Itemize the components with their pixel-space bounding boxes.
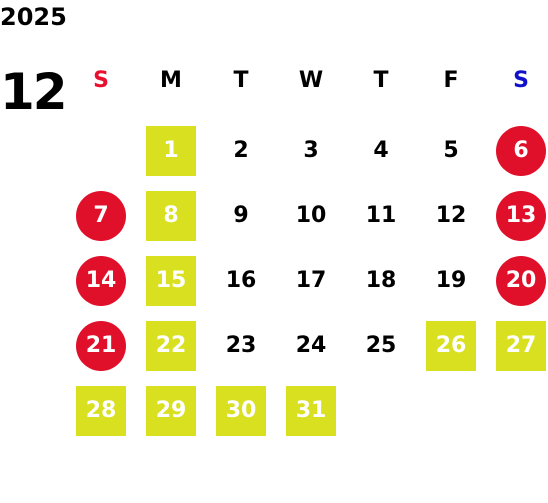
calendar-day: 5 bbox=[416, 118, 486, 183]
calendar-day: 31 bbox=[276, 378, 346, 443]
calendar-day: 30 bbox=[206, 378, 276, 443]
calendar-day: 29 bbox=[136, 378, 206, 443]
weekday-sat: S bbox=[513, 68, 529, 93]
day-number: 10 bbox=[295, 203, 327, 228]
highlight-square bbox=[146, 255, 196, 306]
highlight-square bbox=[146, 385, 196, 436]
calendar-day: 25 bbox=[346, 313, 416, 378]
calendar-day: 26 bbox=[416, 313, 486, 378]
calendar-day: 18 bbox=[346, 248, 416, 313]
day-number: 1 bbox=[163, 138, 179, 163]
calendar-empty-cell bbox=[416, 378, 486, 443]
holiday-circle bbox=[76, 255, 126, 306]
calendar-day: 7 bbox=[66, 183, 136, 248]
calendar-day: 4 bbox=[346, 118, 416, 183]
calendar-day: 14 bbox=[66, 248, 136, 313]
day-number: 22 bbox=[155, 333, 187, 358]
calendar-day: 21 bbox=[66, 313, 136, 378]
calendar-day: 19 bbox=[416, 248, 486, 313]
holiday-circle bbox=[76, 320, 126, 371]
holiday-circle bbox=[76, 190, 126, 241]
calendar-day: 28 bbox=[66, 378, 136, 443]
highlight-square bbox=[286, 385, 336, 436]
calendar-day: 17 bbox=[276, 248, 346, 313]
calendar-day: 20 bbox=[486, 248, 548, 313]
calendar-day: 15 bbox=[136, 248, 206, 313]
day-number: 13 bbox=[505, 203, 537, 228]
day-number: 27 bbox=[505, 333, 537, 358]
calendar-empty-cell bbox=[66, 118, 136, 183]
weekday-tue: T bbox=[233, 68, 249, 93]
day-number: 29 bbox=[155, 398, 187, 423]
day-number: 31 bbox=[295, 398, 327, 423]
calendar-day: 8 bbox=[136, 183, 206, 248]
calendar-day: 23 bbox=[206, 313, 276, 378]
weekday-sun: S bbox=[93, 68, 109, 93]
holiday-circle bbox=[496, 190, 546, 241]
calendar-day: 11 bbox=[346, 183, 416, 248]
day-number: 12 bbox=[435, 203, 467, 228]
calendar-empty-cell bbox=[346, 378, 416, 443]
weekday-wed: W bbox=[298, 68, 324, 93]
day-number: 15 bbox=[155, 268, 187, 293]
highlight-square bbox=[496, 320, 546, 371]
day-number: 18 bbox=[365, 268, 397, 293]
weekday-mon: M bbox=[160, 68, 182, 93]
day-number: 14 bbox=[85, 268, 117, 293]
highlight-square bbox=[146, 125, 196, 176]
day-number: 2 bbox=[233, 138, 249, 163]
day-number: 23 bbox=[225, 333, 257, 358]
day-number: 28 bbox=[85, 398, 117, 423]
day-number: 24 bbox=[295, 333, 327, 358]
day-number: 20 bbox=[505, 268, 537, 293]
highlight-square bbox=[76, 385, 126, 436]
day-number: 8 bbox=[163, 203, 179, 228]
day-number: 11 bbox=[365, 203, 397, 228]
calendar-day: 13 bbox=[486, 183, 548, 248]
day-number: 25 bbox=[365, 333, 397, 358]
day-number: 6 bbox=[513, 138, 529, 163]
weekday-fri: F bbox=[443, 68, 459, 93]
weekday-header: S M T W T F S bbox=[66, 62, 548, 100]
highlight-square bbox=[146, 190, 196, 241]
day-number: 21 bbox=[85, 333, 117, 358]
calendar-day: 22 bbox=[136, 313, 206, 378]
day-number: 16 bbox=[225, 268, 257, 293]
calendar-day: 2 bbox=[206, 118, 276, 183]
day-number: 3 bbox=[303, 138, 319, 163]
calendar-day: 3 bbox=[276, 118, 346, 183]
day-number: 9 bbox=[233, 203, 249, 228]
calendar-day: 6 bbox=[486, 118, 548, 183]
holiday-circle bbox=[496, 255, 546, 306]
day-number: 19 bbox=[435, 268, 467, 293]
calendar-day: 27 bbox=[486, 313, 548, 378]
calendar-day: 1 bbox=[136, 118, 206, 183]
highlight-square bbox=[216, 385, 266, 436]
month-label: 12 bbox=[0, 63, 68, 121]
year-label: 2025 bbox=[0, 3, 67, 31]
calendar-day: 10 bbox=[276, 183, 346, 248]
calendar-day: 12 bbox=[416, 183, 486, 248]
calendar-empty-cell bbox=[486, 378, 548, 443]
day-number: 30 bbox=[225, 398, 257, 423]
day-number: 7 bbox=[93, 203, 109, 228]
day-number: 5 bbox=[443, 138, 459, 163]
day-number: 26 bbox=[435, 333, 467, 358]
calendar-day: 9 bbox=[206, 183, 276, 248]
highlight-square bbox=[146, 320, 196, 371]
day-number: 17 bbox=[295, 268, 327, 293]
weekday-thu: T bbox=[373, 68, 389, 93]
calendar-day: 24 bbox=[276, 313, 346, 378]
highlight-square bbox=[426, 320, 476, 371]
holiday-circle bbox=[496, 125, 546, 176]
day-number: 4 bbox=[373, 138, 389, 163]
calendar-day: 16 bbox=[206, 248, 276, 313]
